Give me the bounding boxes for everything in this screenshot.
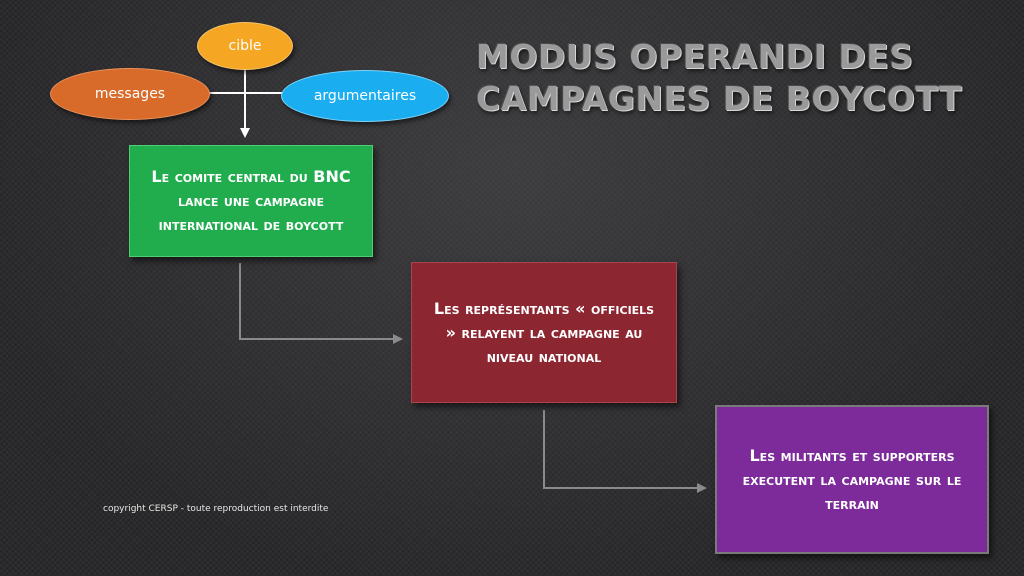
arguments-ellipse: argumentaires — [281, 70, 449, 122]
slide-title-line-2: CAMPAGNES DE BOYCOTT — [476, 79, 963, 118]
step-central-committee: Le comite central du BNC lance une campa… — [129, 145, 373, 257]
step-militants-supporters: Les militants et supporters executent la… — [715, 405, 989, 554]
messages-label: messages — [94, 86, 166, 102]
step1-to-step2-arrow — [239, 263, 403, 344]
step-official-representatives: Les représentants « officiels » relayent… — [411, 262, 677, 403]
step2-to-step3-arrow — [543, 410, 707, 493]
slide-title: MODUS OPERANDI DES CAMPAGNES DE BOYCOTT — [476, 36, 962, 120]
step-militants-supporters-text: Les militants et supporters executent la… — [742, 445, 962, 513]
target-ellipse: cible — [197, 22, 293, 70]
step-central-committee-text: Le comite central du BNC lance une campa… — [151, 167, 351, 234]
arguments-label: argumentaires — [313, 88, 417, 104]
target-label: cible — [228, 38, 262, 54]
step-official-representatives-text: Les représentants « officiels » relayent… — [433, 298, 655, 366]
copyright-notice: copyright CERSP - toute reproduction est… — [103, 504, 329, 514]
messages-ellipse: messages — [50, 68, 210, 120]
slide-title-line-1: MODUS OPERANDI DES — [476, 37, 914, 76]
